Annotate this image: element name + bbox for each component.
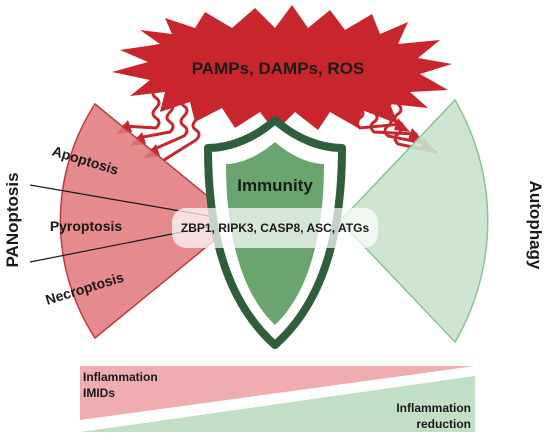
stimulus-label: PAMPs, DAMPs, ROS bbox=[192, 59, 365, 78]
reduction-label-line2: reduction bbox=[416, 417, 471, 431]
autophagy-title: Autophagy bbox=[526, 181, 545, 270]
inflammation-label-line1: Inflammation bbox=[83, 370, 158, 384]
sector-pyroptosis: Pyroptosis bbox=[50, 218, 123, 234]
molecules-band bbox=[172, 208, 378, 248]
reduction-wedge bbox=[80, 376, 475, 432]
shield-label: Immunity bbox=[237, 176, 313, 195]
autophagy-fan bbox=[338, 98, 489, 344]
inflammation-wedge bbox=[80, 366, 475, 420]
panoptosis-title: PANoptosis bbox=[3, 172, 22, 267]
reduction-label-line1: Inflammation bbox=[396, 401, 471, 415]
molecules-label: ZBP1, RIPK3, CASP8, ASC, ATGs bbox=[181, 221, 370, 235]
inflammation-label-line2: IMIDs bbox=[83, 386, 115, 400]
wavy-arrows-left bbox=[122, 86, 201, 162]
